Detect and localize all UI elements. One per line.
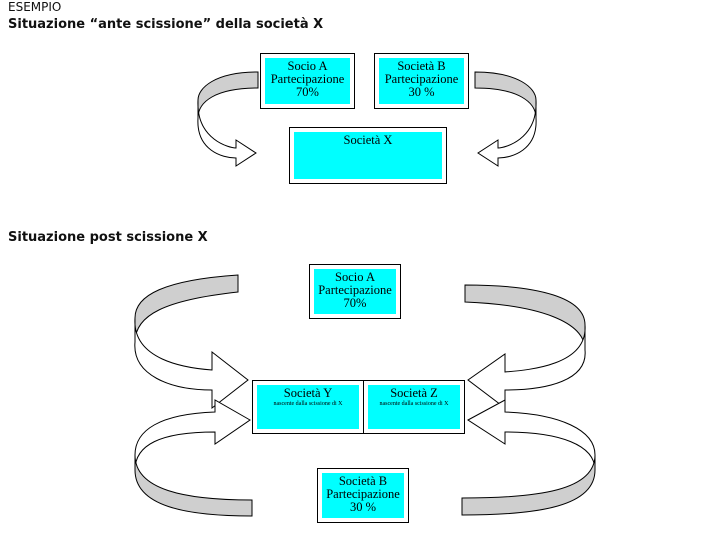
ante-scissione-heading: Situazione “ante scissione” della societ…	[8, 17, 324, 32]
ante-right-curved-arrow	[474, 71, 537, 167]
ante-left-curved-arrow	[197, 71, 259, 167]
post-societa-b-box: Società B Partecipazione 30 %	[317, 468, 409, 523]
post-socio-a-share: 70%	[343, 296, 367, 310]
post-societa-b-label: Partecipazione	[326, 487, 400, 501]
post-societa-b-name: Società B	[338, 474, 388, 488]
post-upper-left-curved-arrow	[134, 274, 249, 410]
ante-societa-x-name: Società X	[343, 133, 393, 147]
post-societa-z-note: nascente dalla scissione di X	[379, 401, 449, 407]
ante-societa-x-box: Società X	[289, 127, 447, 184]
ante-societa-b-share: 30 %	[408, 85, 435, 99]
post-societa-z-box: Società Z nascente dalla scissione di X	[363, 380, 465, 434]
post-societa-y-fill: Società Y nascente dalla scissione di X	[257, 385, 359, 429]
post-scissione-heading: Situazione post scissione X	[8, 230, 208, 245]
post-socio-a-label: Partecipazione	[318, 283, 392, 297]
ante-societa-b-fill: Società B Partecipazione 30 %	[379, 58, 464, 104]
ante-socio-a-fill: Socio A Partecipazione 70%	[265, 58, 350, 104]
post-lower-right-curved-arrow	[461, 399, 596, 516]
post-socio-a-box: Socio A Partecipazione 70%	[309, 264, 401, 319]
ante-societa-b-box: Società B Partecipazione 30 %	[374, 53, 469, 109]
post-societa-y-box: Società Y nascente dalla scissione di X	[252, 380, 364, 434]
post-societa-b-fill: Società B Partecipazione 30 %	[322, 473, 404, 518]
ante-societa-b-name: Società B	[397, 59, 446, 73]
example-label: ESEMPIO	[8, 0, 62, 14]
ante-socio-a-label: Partecipazione	[270, 72, 345, 86]
post-societa-z-fill: Società Z nascente dalla scissione di X	[368, 385, 460, 429]
post-upper-right-curved-arrow	[464, 284, 586, 410]
ante-socio-a-name: Socio A	[287, 59, 328, 73]
post-societa-y-note: nascente dalla scissione di X	[273, 401, 343, 407]
post-lower-left-curved-arrow	[134, 399, 253, 517]
post-socio-a-fill: Socio A Partecipazione 70%	[314, 269, 396, 314]
ante-socio-a-box: Socio A Partecipazione 70%	[260, 53, 355, 109]
ante-socio-a-share: 70%	[296, 85, 319, 99]
post-societa-y-name: Società Y	[283, 386, 333, 400]
post-socio-a-name: Socio A	[335, 270, 375, 284]
ante-societa-b-label: Partecipazione	[384, 72, 459, 86]
post-societa-b-share: 30 %	[349, 500, 377, 514]
post-societa-z-name: Società Z	[390, 386, 438, 400]
ante-societa-x-fill: Società X	[294, 132, 442, 179]
